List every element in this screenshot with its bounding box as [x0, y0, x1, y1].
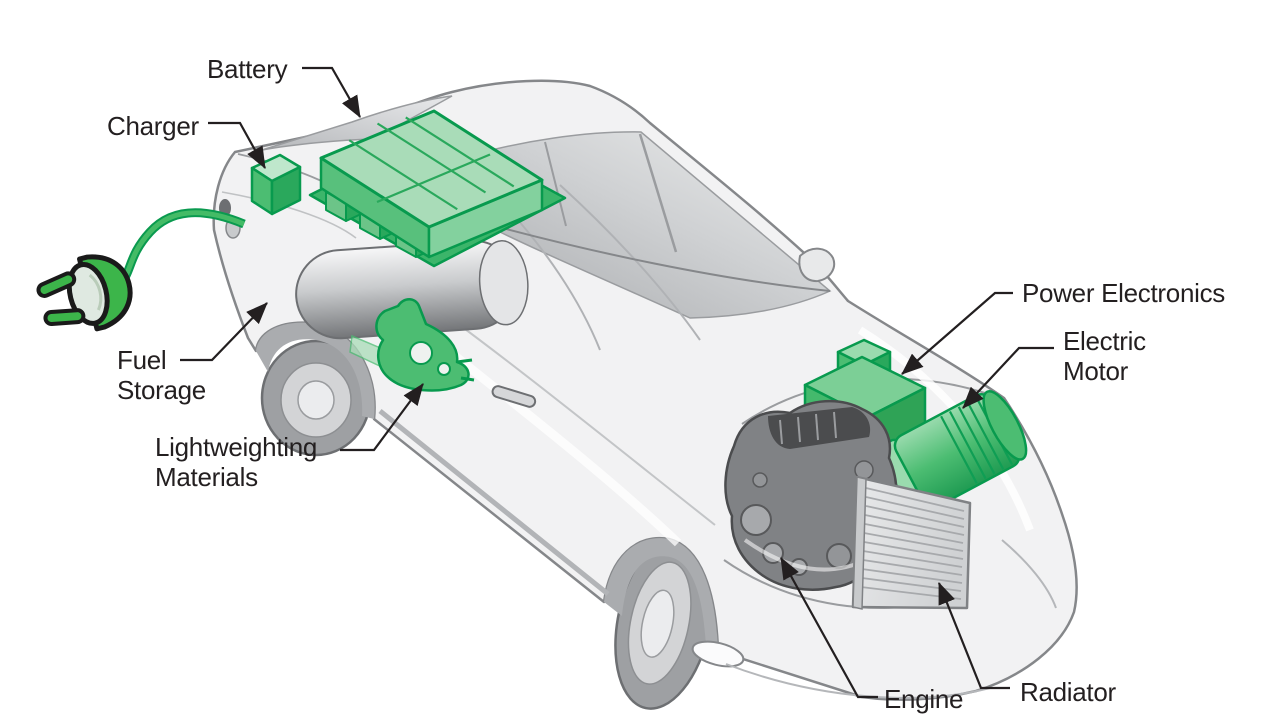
charger-box — [250, 153, 302, 216]
power-electronics-leader-line — [901, 291, 1013, 375]
b-pillar — [638, 133, 678, 253]
plug-prongs — [36, 271, 86, 326]
beltline — [479, 221, 831, 292]
door-handle — [491, 385, 537, 408]
label-electric-motor-line2: Motor — [1063, 356, 1129, 386]
trunk-seam-2 — [221, 191, 357, 239]
grille-line — [1001, 539, 1057, 609]
side-windows — [453, 131, 832, 319]
label-battery: Battery — [207, 54, 288, 84]
label-fuel-storage-line1: Fuel — [117, 345, 166, 375]
battery-leader-line — [302, 66, 361, 118]
side-mirror — [798, 247, 836, 283]
label-lightweighting-line2: Materials — [155, 462, 258, 492]
headlight — [691, 640, 745, 668]
window-divider — [544, 141, 567, 227]
label-power-electronics: Power Electronics — [1022, 278, 1225, 308]
fuel-storage-leader-line — [180, 302, 268, 362]
electric-motor-leader-line — [962, 346, 1054, 409]
interior-seat-line-2 — [559, 184, 701, 341]
charger-leader-line — [208, 121, 266, 169]
rocker-panel — [378, 409, 610, 596]
charging-plug — [36, 254, 133, 332]
engine-leader-line — [780, 557, 878, 699]
rear-wheel — [260, 339, 372, 457]
label-fuel-storage-line2: Storage — [117, 375, 206, 405]
battery-pack — [308, 109, 567, 268]
rear-window — [261, 95, 453, 151]
front-wheel-arch — [604, 538, 718, 651]
rear-wheel-arch — [256, 322, 375, 419]
label-charger: Charger — [107, 111, 199, 141]
control-arm — [349, 298, 475, 392]
label-lightweighting-line1: Lightweighting — [155, 432, 317, 462]
radiator-leader-line — [937, 581, 1010, 690]
charging-cable — [116, 208, 246, 288]
lightweighting-leader-line — [340, 383, 424, 452]
label-radiator: Radiator — [1020, 677, 1117, 707]
radiator-panel — [851, 475, 972, 610]
fuel-tank — [295, 239, 529, 340]
electric-motor — [859, 390, 1028, 514]
label-engine: Engine — [884, 684, 963, 714]
label-electric-motor-line1: Electric — [1063, 326, 1146, 356]
